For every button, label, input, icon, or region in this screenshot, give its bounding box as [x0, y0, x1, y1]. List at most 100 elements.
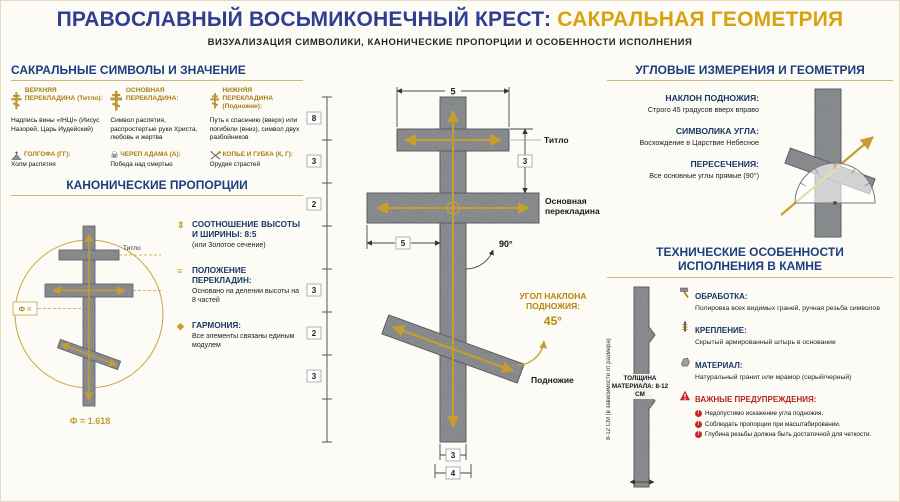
right-column: УГЛОВЫЕ ИЗМЕРЕНИЯ И ГЕОМЕТРИЯ НАКЛОН ПОД…	[606, 63, 893, 494]
proportion-item-position: ≡ ПОЛОЖЕНИЕ ПЕРЕКЛАДИН: Основано на деле…	[177, 266, 303, 306]
symbols-columns: ВЕРХНЯЯ ПЕРЕКЛАДИНА (Титло): Надпись вин…	[11, 87, 303, 143]
proportion-item-harmony: ◆ ГАРМОНИЯ: Все элементы связаны единым …	[177, 321, 303, 351]
main-bar-label-2: перекладина	[545, 206, 600, 216]
skull-icon: ☠	[110, 149, 119, 160]
glossary-golgotha: ГОЛГОФА (ГГ): Холм распятия	[11, 151, 104, 168]
warning-line: Недопустимо искажение угла подножия.	[695, 410, 871, 418]
dim-bottom-post: 3	[451, 451, 456, 460]
tech-text: Натуральный гранит или мрамор (серый/чер…	[695, 373, 852, 381]
proportion-text: (или Золотое сечение)	[192, 242, 266, 250]
technical-heading-line1: ТЕХНИЧЕСКИЕ ОСОБЕННОСТИ	[656, 245, 844, 259]
technical-heading-line2: ИСПОЛНЕНИЯ В КАМНЕ	[678, 259, 822, 274]
gold-cross-icon	[11, 92, 22, 110]
technical-heading: ТЕХНИЧЕСКИЕ ОСОБЕННОСТИ ИСПОЛНЕНИЯ В КАМ…	[607, 245, 893, 278]
tech-title: ОБРАБОТКА:	[695, 291, 748, 301]
tech-text: Полировка всех видимых граней, ручная ре…	[695, 304, 880, 312]
dim-top-right: 3	[523, 157, 528, 166]
page-title-accent: САКРАЛЬНАЯ ГЕОМЕТРИЯ	[557, 8, 844, 31]
left-column: САКРАЛЬНЫЕ СИМВОЛЫ И ЗНАЧЕНИЕ ВЕРХНЯЯ ПЕ…	[11, 63, 303, 426]
golden-ratio-cross-diagram: Титло Ф =	[12, 225, 164, 407]
technical-items: ОБРАБОТКА: Полировка всех видимых граней…	[679, 284, 893, 494]
warning-text: Недопустимо искажение угла подножия.	[705, 410, 824, 418]
right-angle-label: 90°	[499, 239, 513, 249]
slope-label-2: ПОДНОЖИЯ:	[526, 301, 580, 311]
thickness-label: ТОЛЩИНА МАТЕРИАЛА: 8-12 СМ	[611, 373, 669, 400]
dim-bottom-base: 4	[451, 469, 456, 478]
angle-title: СИМВОЛИКА УГЛА:	[675, 126, 759, 137]
warning-line: Глубина резьбы должна быть достаточной д…	[695, 431, 871, 439]
dim-left-4: 2	[312, 329, 317, 338]
slope-arc	[516, 340, 548, 366]
tech-item-warnings: ВАЖНЫЕ ПРЕДУПРЕЖДЕНИЯ: Недопустимо искаж…	[679, 389, 893, 439]
symbol-text: Путь к спасению (вверх) или погибели (вн…	[209, 117, 300, 142]
dim-mid-width: 5	[401, 239, 406, 248]
lines-icon: ≡	[177, 265, 183, 276]
warnings-title: ВАЖНЫЕ ПРЕДУПРЕЖДЕНИЯ:	[695, 395, 817, 405]
symbols-heading: САКРАЛЬНЫЕ СИМВОЛЫ И ЗНАЧЕНИЕ	[11, 63, 303, 81]
main-bar-label-1: Основная	[545, 196, 587, 206]
dim-top-width: 5	[450, 87, 455, 97]
titlo-label: Титло	[544, 135, 569, 145]
slope-value: 45°	[544, 314, 562, 328]
glossary-title: КОПЬЕ И ГУБКА (К, Г):	[222, 151, 294, 159]
warning-line: Соблюдать пропорции при масштабировании.	[695, 420, 871, 429]
exclamation-bullet-icon	[695, 410, 702, 418]
proportion-title: СООТНОШЕНИЕ ВЫСОТЫ И ШИРИНЫ: 8:5	[192, 219, 300, 239]
anchor-pin-icon	[682, 321, 688, 332]
proportion-item-ratio: ⇕ СООТНОШЕНИЕ ВЫСОТЫ И ШИРИНЫ: 8:5 (или …	[177, 220, 303, 251]
tech-title: МАТЕРИАЛ:	[695, 360, 743, 370]
glossary-title: ГОЛГОФА (ГГ):	[24, 151, 71, 159]
glossary-title: ЧЕРЕП АДАМА (А):	[120, 151, 181, 159]
footrest-label: Подножие	[531, 375, 574, 385]
proportion-text: Все элементы связаны единым модулем	[192, 333, 295, 349]
symbol-column-bottom-bar: НИЖНЯЯ ПЕРЕКЛАДИНА (Подножие): Путь к сп…	[210, 87, 303, 143]
phi-box	[12, 301, 38, 316]
proportions-section: Титло Ф = Ф = 1.618 ⇕ СООТНОШЕНИЕ ВЫСОТЫ…	[11, 202, 303, 426]
left-ruler-numbers: 8 3 2 3 2 3	[306, 111, 322, 383]
proportions-heading: КАНОНИЧЕСКИЕ ПРОПОРЦИИ	[11, 178, 303, 196]
protractor-diagram	[780, 88, 876, 238]
ratio-icon: ⇕	[177, 219, 185, 230]
glossary-spear-sponge: КОПЬЕ И ГУБКА (К, Г): Орудия страстей	[209, 150, 303, 168]
warning-text: Соблюдать пропорции при масштабировании.	[705, 420, 841, 428]
angle-item-intersections: ПЕРЕСЕЧЕНИЯ: Все основные углы прямые (9…	[607, 159, 759, 180]
angle-text: Строго 45 градусов вверх вправо	[647, 104, 759, 114]
spear-sponge-icon	[210, 150, 221, 160]
symbol-title: ОСНОВНАЯ ПЕРЕКЛАДИНА:	[125, 87, 179, 103]
symbol-text: Надпись вины «ІНЦІ» (Иисус Назорей, Царь…	[11, 117, 100, 133]
warning-icon	[679, 391, 691, 401]
tech-item-mounting: КРЕПЛЕНИЕ: Скрытый армированный штырь в …	[679, 320, 893, 347]
angles-heading: УГЛОВЫЕ ИЗМЕРЕНИЯ И ГЕОМЕТРИЯ	[607, 63, 893, 81]
proportion-title: ГАРМОНИЯ:	[192, 320, 241, 330]
angle-title: ПЕРЕСЕЧЕНИЯ:	[690, 159, 759, 170]
page-subtitle: ВИЗУАЛИЗАЦИЯ СИМВОЛИКИ, КАНОНИЧЕСКИЕ ПРО…	[207, 37, 693, 48]
dim-left-2: 2	[312, 200, 317, 209]
angle-items: НАКЛОН ПОДНОЖИЯ: Строго 45 градусов ввер…	[607, 87, 760, 239]
proportion-text: Основано на делении высоты на 8 частей	[192, 288, 300, 305]
left-ruler	[322, 96, 332, 443]
proportion-title: ПОЛОЖЕНИЕ ПЕРЕКЛАДИН:	[192, 265, 252, 286]
glossary-text: Холм распятия	[11, 160, 56, 168]
tech-item-material: МАТЕРИАЛ: Натуральный гранит или мрамор …	[679, 355, 893, 382]
proportions-items: ⇕ СООТНОШЕНИЕ ВЫСОТЫ И ШИРИНЫ: 8:5 (или …	[177, 202, 303, 426]
symbol-column-top-bar: ВЕРХНЯЯ ПЕРЕКЛАДИНА (Титло): Надпись вин…	[11, 87, 104, 143]
phi-caption: Ф = 1.618	[69, 415, 111, 426]
warning-text: Глубина резьбы должна быть достаточной д…	[705, 431, 872, 439]
tech-item-processing: ОБРАБОТКА: Полировка всех видимых граней…	[679, 286, 893, 313]
protractor-icon	[794, 162, 876, 205]
symbols-glossary: ГОЛГОФА (ГГ): Холм распятия ☠ ЧЕРЕП АДАМ…	[11, 149, 303, 168]
page-title-main: ПРАВОСЛАВНЫЙ ВОСЬМИКОНЕЧНЫЙ КРЕСТ:	[56, 8, 552, 31]
glossary-text: Орудия страстей	[209, 160, 261, 168]
dim-left-3: 3	[312, 286, 317, 295]
proportions-diagram: Титло Ф = Ф = 1.618	[11, 202, 169, 426]
angle-text: Все основные углы прямые (90°)	[649, 170, 759, 180]
symbol-text: Символ распятия, распростертые руки Хрис…	[110, 117, 198, 142]
dim-left-0: 8	[312, 114, 317, 123]
gold-guides	[38, 232, 161, 401]
tech-title: КРЕПЛЕНИЕ:	[695, 326, 747, 336]
glossary-skull: ☠ ЧЕРЕП АДАМА (А): Победа над смертью	[110, 149, 203, 168]
angle-title: НАКЛОН ПОДНОЖИЯ:	[665, 93, 759, 103]
phi-label: Ф =	[19, 304, 32, 313]
stone-icon	[681, 357, 690, 367]
